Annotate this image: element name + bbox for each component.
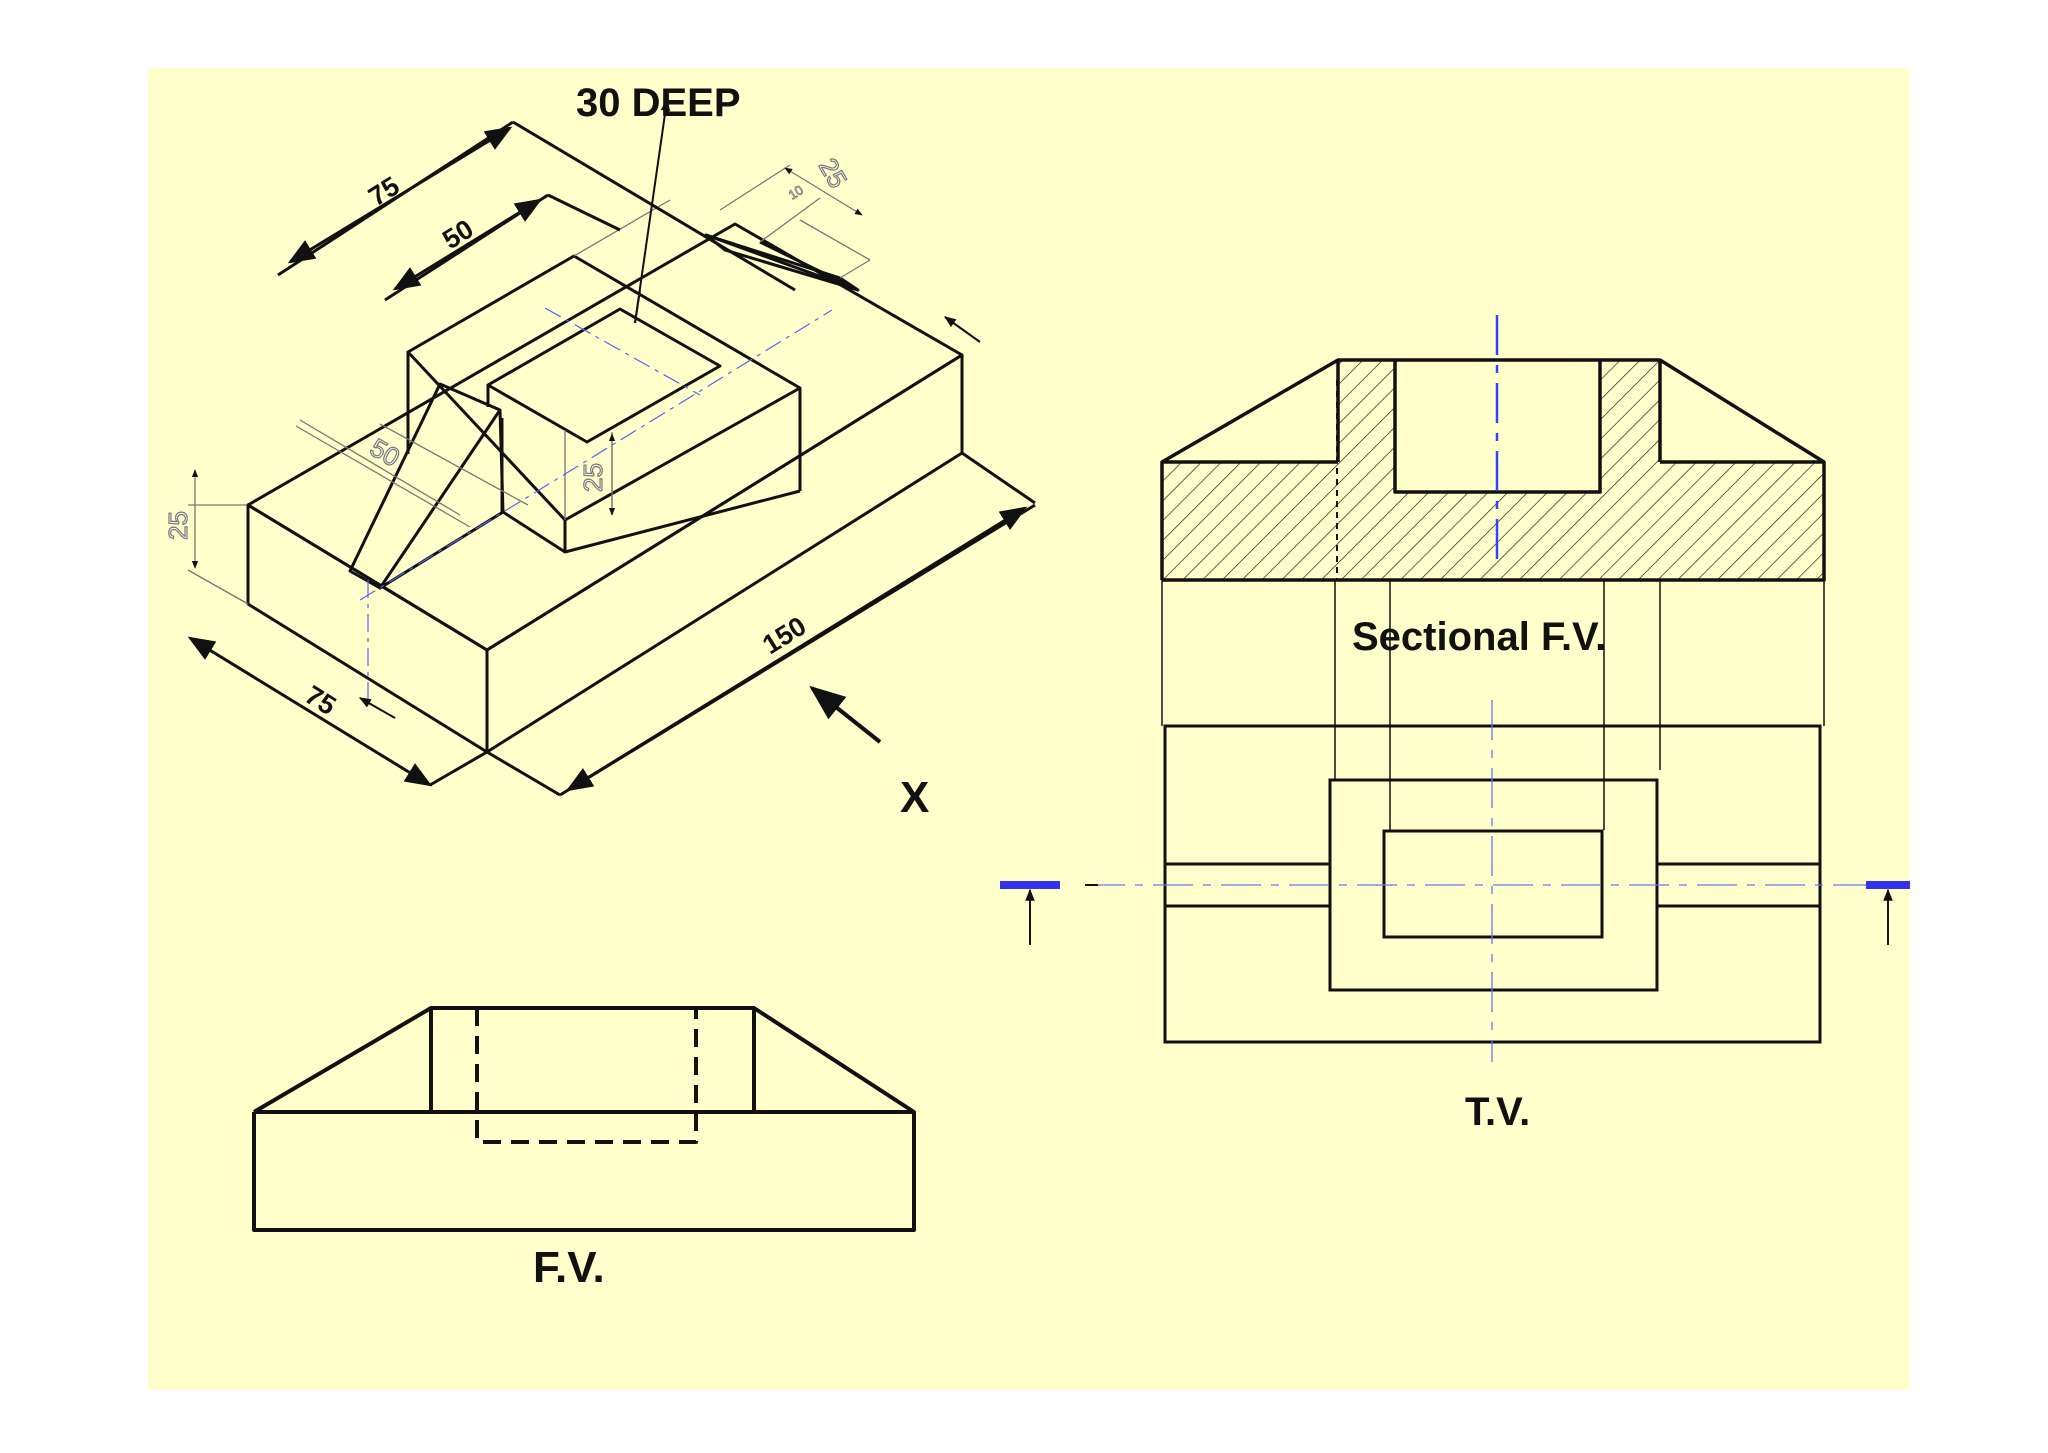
dim-block-height: 25 [578, 463, 608, 492]
iso-thin-dimension-lines [191, 167, 863, 569]
depth-note: 30 DEEP [576, 81, 741, 125]
fv-label: F.V. [533, 1243, 605, 1292]
projection-lines [1161, 580, 1825, 830]
iso-dimension-lines [187, 98, 1036, 797]
top-view-center-lines [1085, 700, 1875, 1062]
sectional-fv-label: Sectional F.V. [1352, 615, 1606, 659]
background-panel [148, 68, 1910, 1390]
tv-label: T.V. [1465, 1090, 1530, 1134]
cutting-plane-left [1000, 881, 1060, 945]
view-direction-label: X [900, 773, 929, 822]
dim-base-height: 25 [163, 511, 193, 540]
front-view [252, 1006, 916, 1232]
cutting-plane-right [1866, 881, 1910, 945]
